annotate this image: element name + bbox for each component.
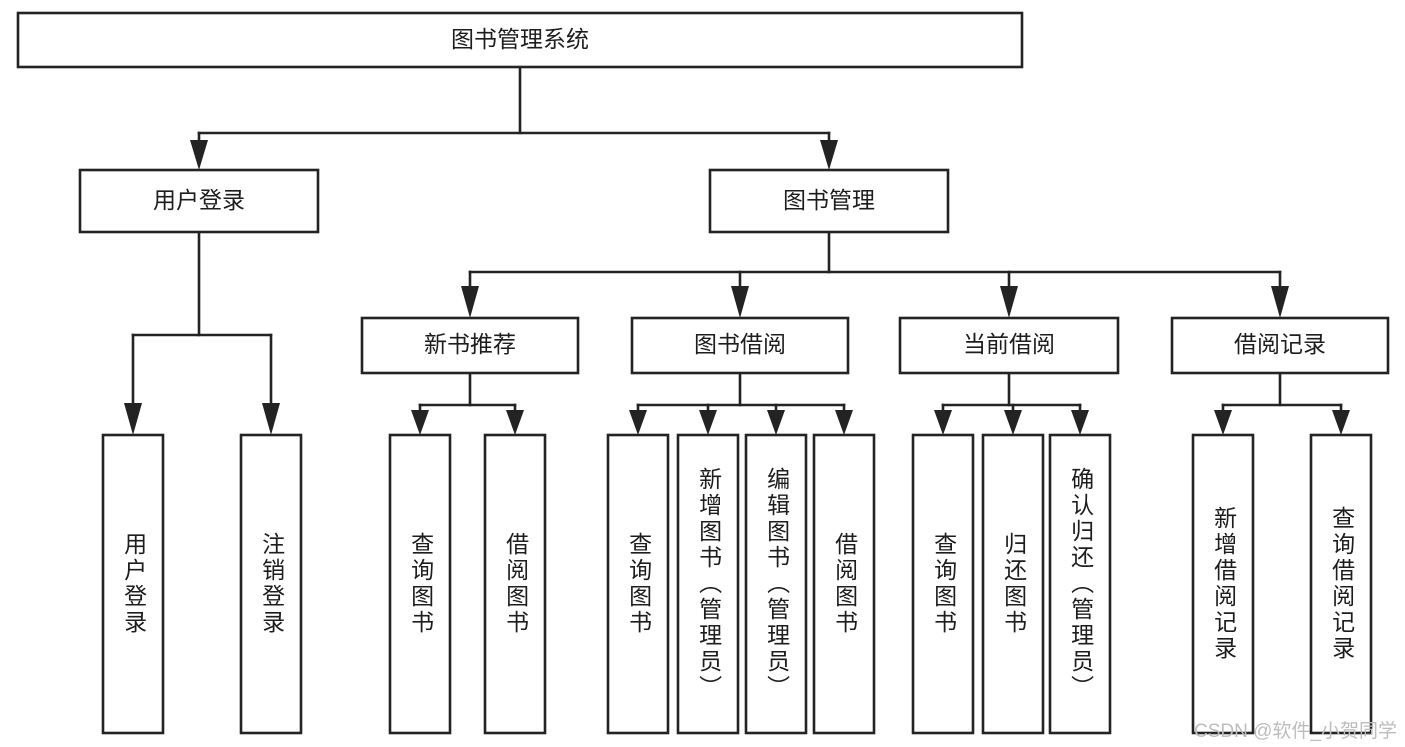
node-book-borrow-box[interactable] <box>630 316 850 375</box>
arrow-head-leaf-add-record <box>1214 410 1232 435</box>
arrow-head-leaf-user-login <box>124 403 142 435</box>
leaf-box-query-book-bor[interactable] <box>606 433 670 735</box>
leaf-box-query-book-cur[interactable] <box>911 433 975 735</box>
arrow-head-leaf-logout-login <box>262 403 280 435</box>
arrow-head-leaf-confirm-return <box>1071 410 1089 435</box>
arrow-head-leaf-borrow-book-rec <box>506 410 524 435</box>
node-layer: 图书管理系统 用户登录 图书管理 新书推荐 图书借阅 当前借阅 借阅记录 <box>16 11 1390 735</box>
leaf-box-layer <box>101 433 1373 735</box>
node-current-borrow-box[interactable] <box>898 316 1120 375</box>
node-book-manage-box[interactable] <box>708 168 950 234</box>
arrow-head-leaf-query-book-bor <box>629 410 647 435</box>
leaf-box-edit-book[interactable] <box>744 433 808 735</box>
node-book-manage-label: 图书管理 <box>783 187 875 213</box>
node-new-book-rec-box[interactable] <box>360 316 580 375</box>
arrow-head-user-login <box>190 140 208 170</box>
arrow-head-leaf-query-book-rec <box>411 410 429 435</box>
leaf-box-query-record[interactable] <box>1309 433 1373 735</box>
leaf-box-add-record[interactable] <box>1191 433 1255 735</box>
leaf-box-add-book[interactable] <box>676 433 740 735</box>
arrow-head-new-book-rec <box>461 286 479 318</box>
node-book-borrow-label: 图书借阅 <box>694 331 786 357</box>
node-root-box[interactable] <box>16 11 1024 69</box>
node-borrow-record-label: 借阅记录 <box>1234 331 1326 357</box>
leaf-box-borrow-book-bor[interactable] <box>812 433 876 735</box>
arrow-head-leaf-borrow-book-bor <box>835 410 853 435</box>
leaf-box-borrow-book-rec[interactable] <box>483 433 547 735</box>
leaf-box-confirm-return[interactable] <box>1048 433 1112 735</box>
node-new-book-rec-label: 新书推荐 <box>424 331 516 357</box>
arrow-head-leaf-query-record <box>1332 410 1350 435</box>
node-borrow-record-box[interactable] <box>1170 316 1390 375</box>
arrow-head-borrow-record <box>1271 286 1289 318</box>
connector-layer <box>124 65 1350 435</box>
leaf-box-query-book-rec[interactable] <box>388 433 452 735</box>
arrow-head-leaf-return-book <box>1004 410 1022 435</box>
leaf-box-return-book[interactable] <box>981 433 1045 735</box>
csdn-watermark: CSDN @软件_小贺同学 <box>1194 721 1397 742</box>
leaf-box-user-login[interactable] <box>101 433 165 735</box>
leaf-box-logout-login[interactable] <box>239 433 303 735</box>
arrow-head-book-borrow <box>731 286 749 318</box>
arrow-head-current-borrow <box>1000 286 1018 318</box>
arrow-head-leaf-edit-book <box>767 410 785 435</box>
node-root-label: 图书管理系统 <box>451 26 589 52</box>
arrow-head-leaf-add-book <box>699 410 717 435</box>
node-current-borrow-label: 当前借阅 <box>963 331 1055 357</box>
arrow-head-book-manage <box>820 140 838 170</box>
node-user-login-box[interactable] <box>78 168 320 234</box>
arrow-head-leaf-query-book-cur <box>934 410 952 435</box>
node-user-login-label: 用户登录 <box>153 187 245 213</box>
